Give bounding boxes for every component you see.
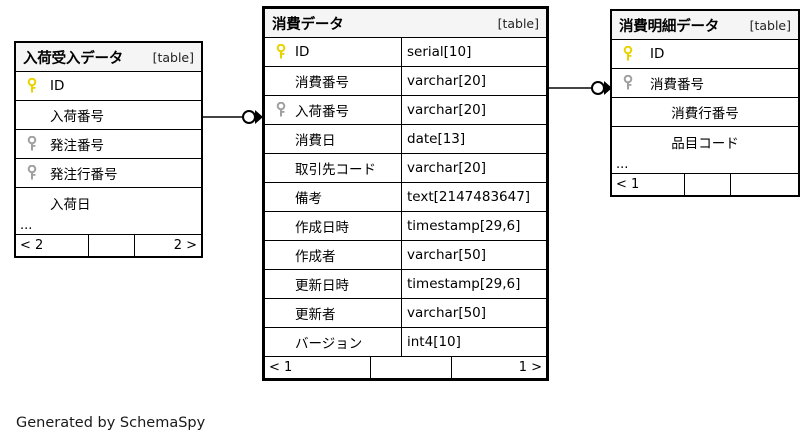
er-more-columns-indicator[interactable]: ... bbox=[16, 217, 201, 235]
er-column-type: varchar[50] bbox=[401, 241, 546, 269]
er-column-name: 消費番号 bbox=[650, 77, 704, 93]
er-column-name: ID bbox=[650, 46, 665, 62]
er-column-type: varchar[20] bbox=[401, 96, 546, 124]
er-column-name: 更新者 bbox=[295, 307, 336, 323]
footer-middle bbox=[684, 174, 730, 195]
foreign-key-icon bbox=[618, 75, 638, 91]
er-column-row[interactable]: 入荷番号 varchar[20] bbox=[265, 96, 546, 125]
er-column-name: 消費番号 bbox=[295, 75, 349, 91]
foreign-key-icon bbox=[271, 102, 291, 118]
er-column-row[interactable]: ID bbox=[16, 72, 201, 101]
er-column-row[interactable]: 消費行番号 bbox=[612, 98, 798, 127]
er-table-title: 入荷受入データ bbox=[23, 50, 124, 67]
er-more-columns-indicator[interactable]: ... bbox=[612, 156, 798, 174]
foreign-key-icon bbox=[22, 165, 42, 181]
generated-by-caption: Generated by SchemaSpy bbox=[16, 415, 206, 431]
er-column-type: timestamp[29,6] bbox=[401, 212, 546, 240]
er-column-name: 更新日時 bbox=[295, 278, 349, 294]
er-table-header: 消費明細データ [table] bbox=[612, 11, 798, 40]
er-column-row[interactable]: ID bbox=[612, 40, 798, 69]
er-table-columns: ID serial[10] 消費番号 varchar[20] bbox=[265, 38, 546, 357]
primary-key-icon bbox=[271, 44, 291, 60]
er-column-type: varchar[20] bbox=[401, 154, 546, 182]
er-table-shohi-meisai-data[interactable]: 消費明細データ [table] ID bbox=[610, 9, 800, 197]
er-column-row[interactable]: 更新者 varchar[50] bbox=[265, 299, 546, 328]
er-column-row[interactable]: 発注行番号 bbox=[16, 159, 201, 188]
er-column-row[interactable]: 作成日時 timestamp[29,6] bbox=[265, 212, 546, 241]
er-column-name: 取引先コード bbox=[295, 162, 376, 178]
er-column-name: 発注行番号 bbox=[50, 167, 118, 183]
footer-parent-count[interactable]: < 1 bbox=[616, 177, 640, 192]
er-column-row[interactable]: 取引先コード varchar[20] bbox=[265, 154, 546, 183]
er-column-name: 消費行番号 bbox=[671, 106, 739, 122]
er-column-name: 消費日 bbox=[295, 133, 336, 149]
er-table-footer: < 2 2 > bbox=[16, 235, 201, 256]
er-table-footer: < 1 bbox=[612, 174, 798, 195]
relationship-shohi-to-meisai bbox=[548, 81, 612, 95]
er-column-name: 作成日時 bbox=[295, 220, 349, 236]
er-column-name: 発注番号 bbox=[50, 138, 104, 154]
er-column-name: 作成者 bbox=[295, 249, 336, 265]
er-table-header: 入荷受入データ [table] bbox=[16, 43, 201, 72]
er-column-row[interactable]: 発注番号 bbox=[16, 130, 201, 159]
er-column-name: 品目コード bbox=[671, 135, 739, 152]
er-column-type: int4[10] bbox=[401, 328, 546, 356]
er-column-name: ID bbox=[295, 44, 310, 60]
er-column-row[interactable]: バージョン int4[10] bbox=[265, 328, 546, 357]
cardinality-zero-or-one-icon bbox=[591, 81, 605, 95]
er-table-type-tag: [table] bbox=[497, 15, 539, 31]
er-column-row[interactable]: 更新日時 timestamp[29,6] bbox=[265, 270, 546, 299]
footer-parent-count[interactable]: < 1 bbox=[269, 360, 293, 375]
er-column-row[interactable]: 入荷番号 bbox=[16, 101, 201, 130]
cardinality-zero-or-one-icon bbox=[242, 110, 256, 124]
er-column-name: バージョン bbox=[295, 336, 363, 352]
er-column-type: text[2147483647] bbox=[401, 183, 546, 211]
er-table-footer: < 1 1 > bbox=[265, 357, 546, 378]
er-column-name: 入荷番号 bbox=[50, 109, 104, 125]
er-column-row[interactable]: 作成者 varchar[50] bbox=[265, 241, 546, 270]
er-column-name: ID bbox=[50, 78, 65, 94]
er-table-type-tag: [table] bbox=[749, 17, 791, 33]
er-column-type: serial[10] bbox=[401, 38, 546, 66]
er-table-shohi-data[interactable]: 消費データ [table] ID serial[10] bbox=[262, 6, 549, 381]
er-table-type-tag: [table] bbox=[152, 49, 194, 65]
er-column-type: varchar[50] bbox=[401, 299, 546, 327]
primary-key-icon bbox=[618, 46, 638, 62]
er-column-name: 入荷番号 bbox=[295, 104, 349, 120]
er-column-name: 備考 bbox=[295, 191, 322, 207]
footer-child-count[interactable]: 2 > bbox=[134, 235, 201, 256]
relationship-nyuka-to-shohi bbox=[200, 110, 263, 124]
er-column-row[interactable]: 消費番号 bbox=[612, 69, 798, 98]
footer-middle bbox=[88, 235, 134, 256]
footer-child-count[interactable]: 1 > bbox=[451, 357, 546, 378]
footer-parent-count[interactable]: < 2 bbox=[20, 238, 44, 253]
er-column-row[interactable]: 品目コード bbox=[612, 127, 798, 156]
er-column-row[interactable]: 入荷日 bbox=[16, 188, 201, 217]
er-table-columns: ID 入荷番号 発注 bbox=[16, 72, 201, 217]
er-column-row[interactable]: 消費日 date[13] bbox=[265, 125, 546, 154]
er-column-type: varchar[20] bbox=[401, 67, 546, 95]
er-column-row[interactable]: 備考 text[2147483647] bbox=[265, 183, 546, 212]
footer-child-count[interactable] bbox=[730, 174, 798, 195]
er-table-title: 消費データ bbox=[272, 16, 344, 33]
er-column-type: date[13] bbox=[401, 125, 546, 153]
er-table-columns: ID 消費番号 消費行番号 bbox=[612, 40, 798, 156]
er-table-nyuka-ukeire-data[interactable]: 入荷受入データ [table] ID bbox=[14, 41, 203, 258]
er-column-type: timestamp[29,6] bbox=[401, 270, 546, 298]
footer-middle bbox=[370, 357, 451, 378]
er-table-header: 消費データ [table] bbox=[265, 9, 546, 38]
er-column-name: 入荷日 bbox=[50, 196, 91, 213]
er-column-row[interactable]: 消費番号 varchar[20] bbox=[265, 67, 546, 96]
er-table-title: 消費明細データ bbox=[619, 18, 720, 35]
foreign-key-icon bbox=[22, 136, 42, 152]
primary-key-icon bbox=[22, 78, 42, 94]
er-column-row[interactable]: ID serial[10] bbox=[265, 38, 546, 67]
